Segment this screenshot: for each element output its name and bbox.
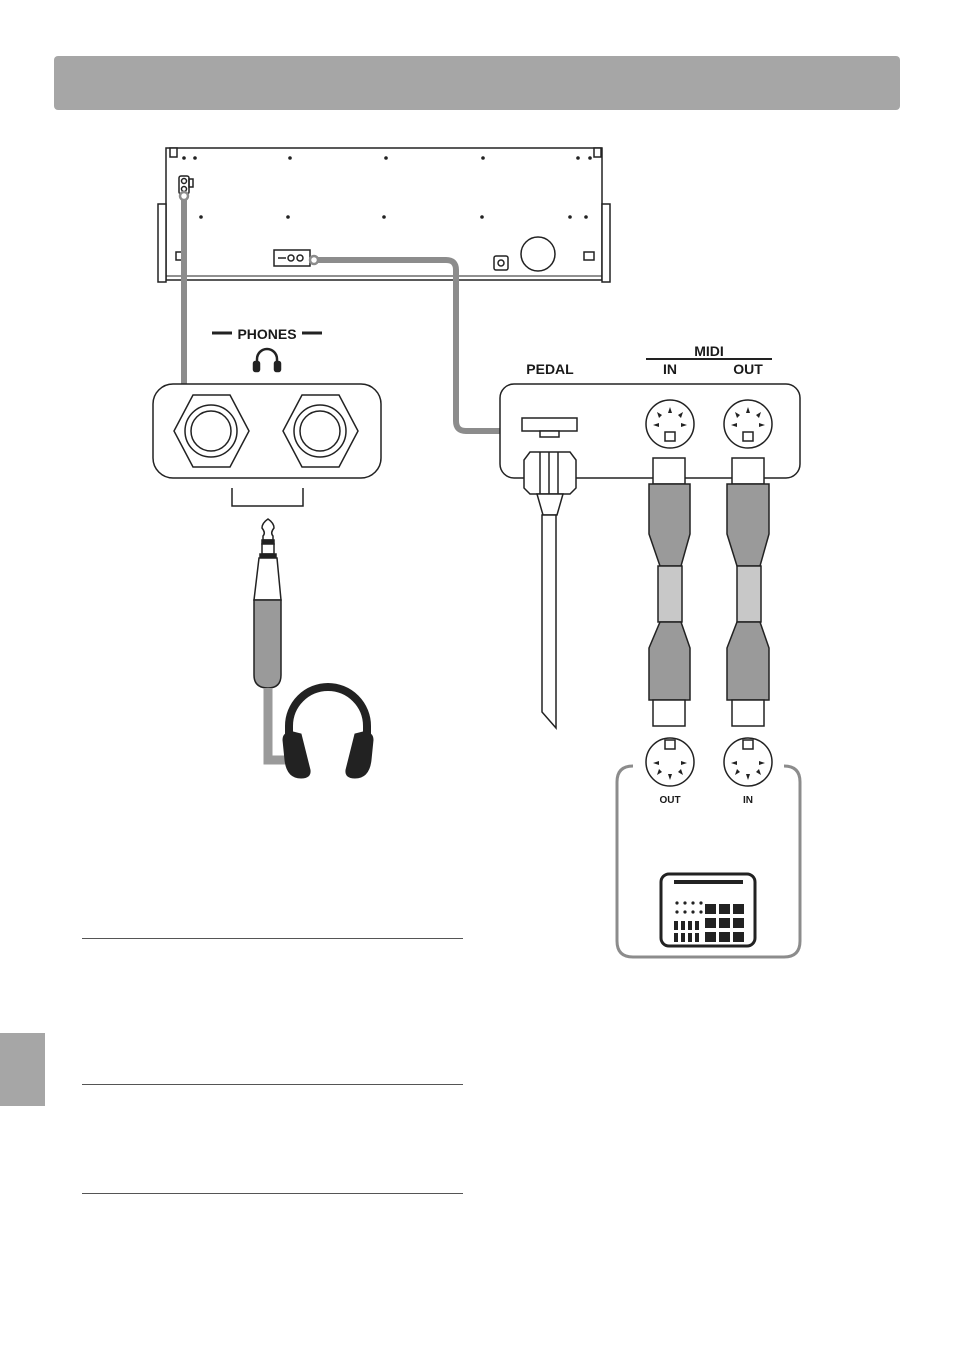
phones-jack-1 — [173, 394, 250, 468]
pedal-plug — [523, 451, 577, 730]
phones-jack-panel — [152, 383, 382, 479]
headphone-plug — [253, 518, 282, 689]
headphones-icon — [282, 683, 374, 779]
phones-label-group: PHONES — [212, 326, 322, 342]
headphone-cable — [263, 688, 292, 765]
pedal-socket — [521, 417, 578, 438]
pedal-label: PEDAL — [526, 361, 574, 377]
phones-label: PHONES — [237, 326, 296, 342]
midi-out-label: OUT — [733, 361, 763, 377]
midi-in-socket — [645, 399, 695, 449]
divider-2 — [82, 1084, 463, 1085]
midi-cable-1 — [648, 457, 691, 727]
device-out-label: OUT — [659, 795, 680, 806]
section-header-bar — [54, 56, 900, 110]
pedal-midi-panel — [499, 383, 801, 479]
headphone-symbol-icon — [252, 347, 282, 373]
device-midi-out-socket — [645, 737, 695, 787]
midi-out-socket — [723, 399, 773, 449]
side-tab — [0, 1033, 45, 1106]
midi-device-icon — [659, 872, 757, 948]
midi-label: MIDI — [694, 343, 724, 359]
divider-1 — [82, 938, 463, 939]
pedal-midi-cable — [311, 257, 505, 434]
midi-cable-2 — [726, 457, 770, 727]
phones-bracket — [231, 488, 304, 507]
device-in-label: IN — [743, 795, 753, 806]
device-midi-in-socket — [723, 737, 773, 787]
midi-in-label: IN — [663, 361, 677, 377]
phones-jack-2 — [282, 394, 359, 468]
divider-3 — [82, 1193, 463, 1194]
midi-device-frame — [615, 764, 802, 959]
